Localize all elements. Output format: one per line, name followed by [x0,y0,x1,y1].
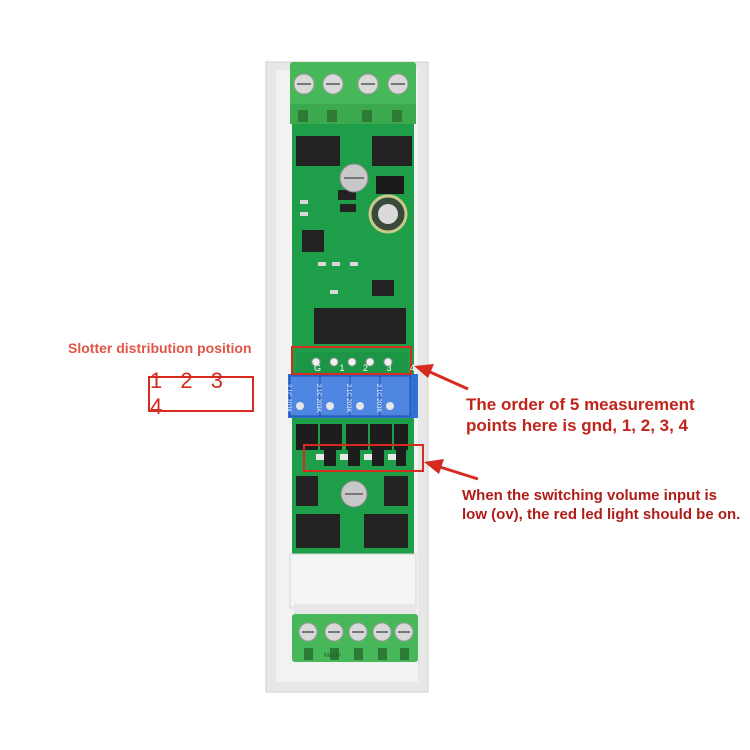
slot-numbers-box: 1 2 3 4 [148,368,254,419]
measurement-callout: The order of 5 measurement points here i… [466,395,695,435]
terminal-text: Mouth [324,653,341,659]
bottom-terminal-block [289,553,418,662]
measurement-points-highlight [291,346,412,375]
arrow-led [424,459,479,481]
top-terminal-block [290,62,416,124]
led-row [316,450,406,466]
slot-numbers: 1 2 3 4 [150,368,229,419]
led-row-highlight [303,444,424,472]
pcb-board [288,124,418,554]
pot-mark-2: 2.1C 203K [315,384,321,412]
slot-distribution-label: Slotter distribution position [68,340,252,356]
arrow-measurement [414,364,469,391]
pot-mark-1: 2.1C 203K [285,384,291,412]
led-callout: When the switching volume input is low (… [462,487,741,523]
pads-label: G 1 2 3 4 [314,363,423,373]
pot-mark-3: 2.1C 203K [345,384,351,412]
pot-mark-4: 2.1C 203K [375,384,381,412]
potentiometers [288,374,418,418]
